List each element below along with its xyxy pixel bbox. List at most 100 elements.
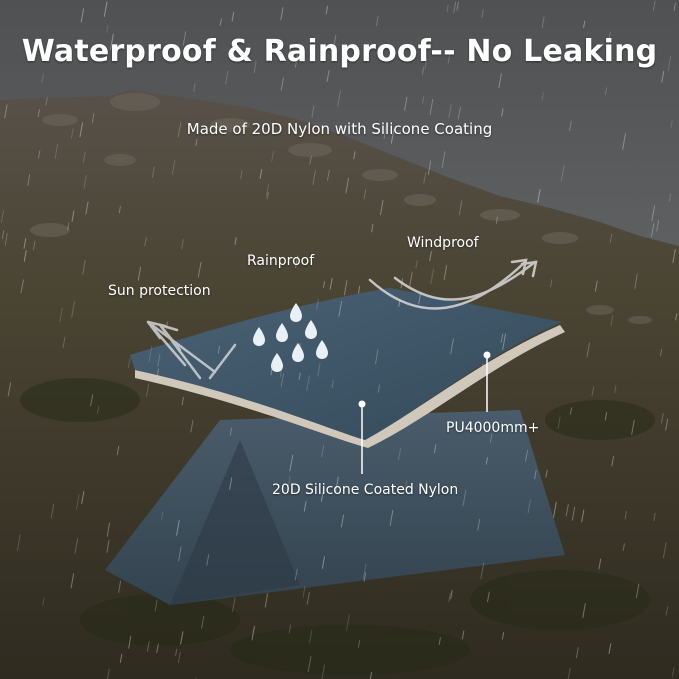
rain-streak (45, 97, 48, 106)
rain-streak (289, 45, 292, 54)
rain-streak (76, 494, 80, 510)
rain-streak (670, 120, 673, 129)
rain-streak (675, 313, 678, 321)
rain-streak (177, 651, 181, 664)
rain-streak (661, 413, 664, 424)
rain-streak (176, 520, 180, 536)
rain-streak (376, 15, 379, 27)
rain-streak (380, 200, 384, 216)
rain-streak (80, 8, 85, 23)
rain-streak (429, 251, 432, 262)
rain-streak (458, 200, 463, 216)
rain-streak (583, 20, 586, 28)
rain-streak (320, 491, 324, 502)
rock-outcrops (30, 93, 652, 324)
rain-streak (614, 385, 617, 394)
rain-streak (498, 73, 502, 88)
rain-streak (346, 613, 350, 631)
rain-streak (375, 349, 379, 365)
rain-streak (81, 491, 85, 504)
rain-streak (234, 237, 237, 245)
rain-streak (146, 383, 150, 397)
rain-streak (622, 543, 625, 551)
rain-streak (480, 562, 485, 580)
rain-streak (635, 583, 640, 599)
rain-streak (673, 3, 676, 11)
rain-streak (448, 104, 452, 118)
rain-streak (271, 151, 274, 162)
rain-streak (79, 122, 83, 138)
rain-streak (201, 615, 205, 629)
rain-streak (331, 380, 334, 389)
windproof-label: Windproof (407, 235, 479, 251)
rain-streak (329, 277, 333, 290)
rain-streak (165, 321, 168, 330)
rain-streak (656, 220, 660, 232)
rain-streak (144, 237, 147, 247)
rain-streak (294, 568, 298, 581)
wind-arrows-icon (368, 258, 538, 310)
rain-streak (225, 70, 229, 85)
rain-streak (316, 298, 319, 310)
rain-streak (487, 591, 490, 603)
rain-streak (323, 281, 326, 289)
rain-streak (422, 96, 425, 104)
rain-streak (146, 641, 150, 652)
rain-streak (0, 209, 4, 223)
rain-streak (321, 556, 325, 569)
rain-streak (4, 233, 8, 246)
rain-streak (608, 643, 612, 654)
rain-streak (1, 230, 5, 239)
rain-streak (333, 34, 337, 45)
vegetation-patches (20, 378, 655, 675)
rain-streak (90, 394, 94, 407)
rain-streak (500, 333, 504, 343)
rain-streak (253, 60, 257, 74)
rain-streak (70, 128, 74, 139)
rain-streak (335, 476, 339, 492)
rain-streak (32, 241, 36, 251)
rain-streak (450, 589, 453, 600)
rain-streak (501, 108, 504, 117)
rain-streak (116, 446, 120, 456)
rain-streak (586, 342, 590, 358)
rain-streak (457, 106, 461, 120)
rain-streak (298, 372, 301, 380)
rain-streak (23, 238, 27, 249)
rain-streak (383, 123, 387, 140)
rain-streak (106, 522, 111, 537)
rain-streak (54, 143, 59, 159)
rain-streak (321, 445, 325, 458)
rain-streak (309, 629, 313, 644)
rain-streak (398, 299, 401, 307)
rain-streak (71, 301, 75, 318)
rain-streak (581, 509, 585, 523)
rain-streak (672, 248, 676, 264)
rain-streak (295, 255, 299, 268)
rain-streak (569, 120, 572, 132)
rain-streak (137, 266, 142, 281)
rain-streak (326, 70, 330, 82)
rain-streak (446, 4, 449, 12)
rain-streak (461, 630, 465, 640)
rain-streak (154, 599, 158, 612)
rain-streak (582, 603, 586, 619)
rain-streak (651, 223, 655, 238)
rain-streak (343, 280, 348, 296)
rain-streak (70, 573, 75, 589)
rain-streak (502, 632, 505, 640)
rain-streak (557, 416, 561, 429)
rain-streak (502, 333, 506, 351)
rain-streak (217, 346, 220, 354)
sun-protection-label: Sun protection (108, 283, 211, 299)
rain-streak (477, 518, 481, 531)
rain-streak (206, 554, 210, 566)
rain-streak (447, 51, 451, 64)
rain-streak (82, 259, 86, 275)
rain-streak (266, 183, 270, 197)
rain-streak (353, 151, 356, 160)
rain-streak (357, 639, 361, 648)
rain-streak (85, 201, 89, 215)
rain-streak (424, 58, 428, 70)
